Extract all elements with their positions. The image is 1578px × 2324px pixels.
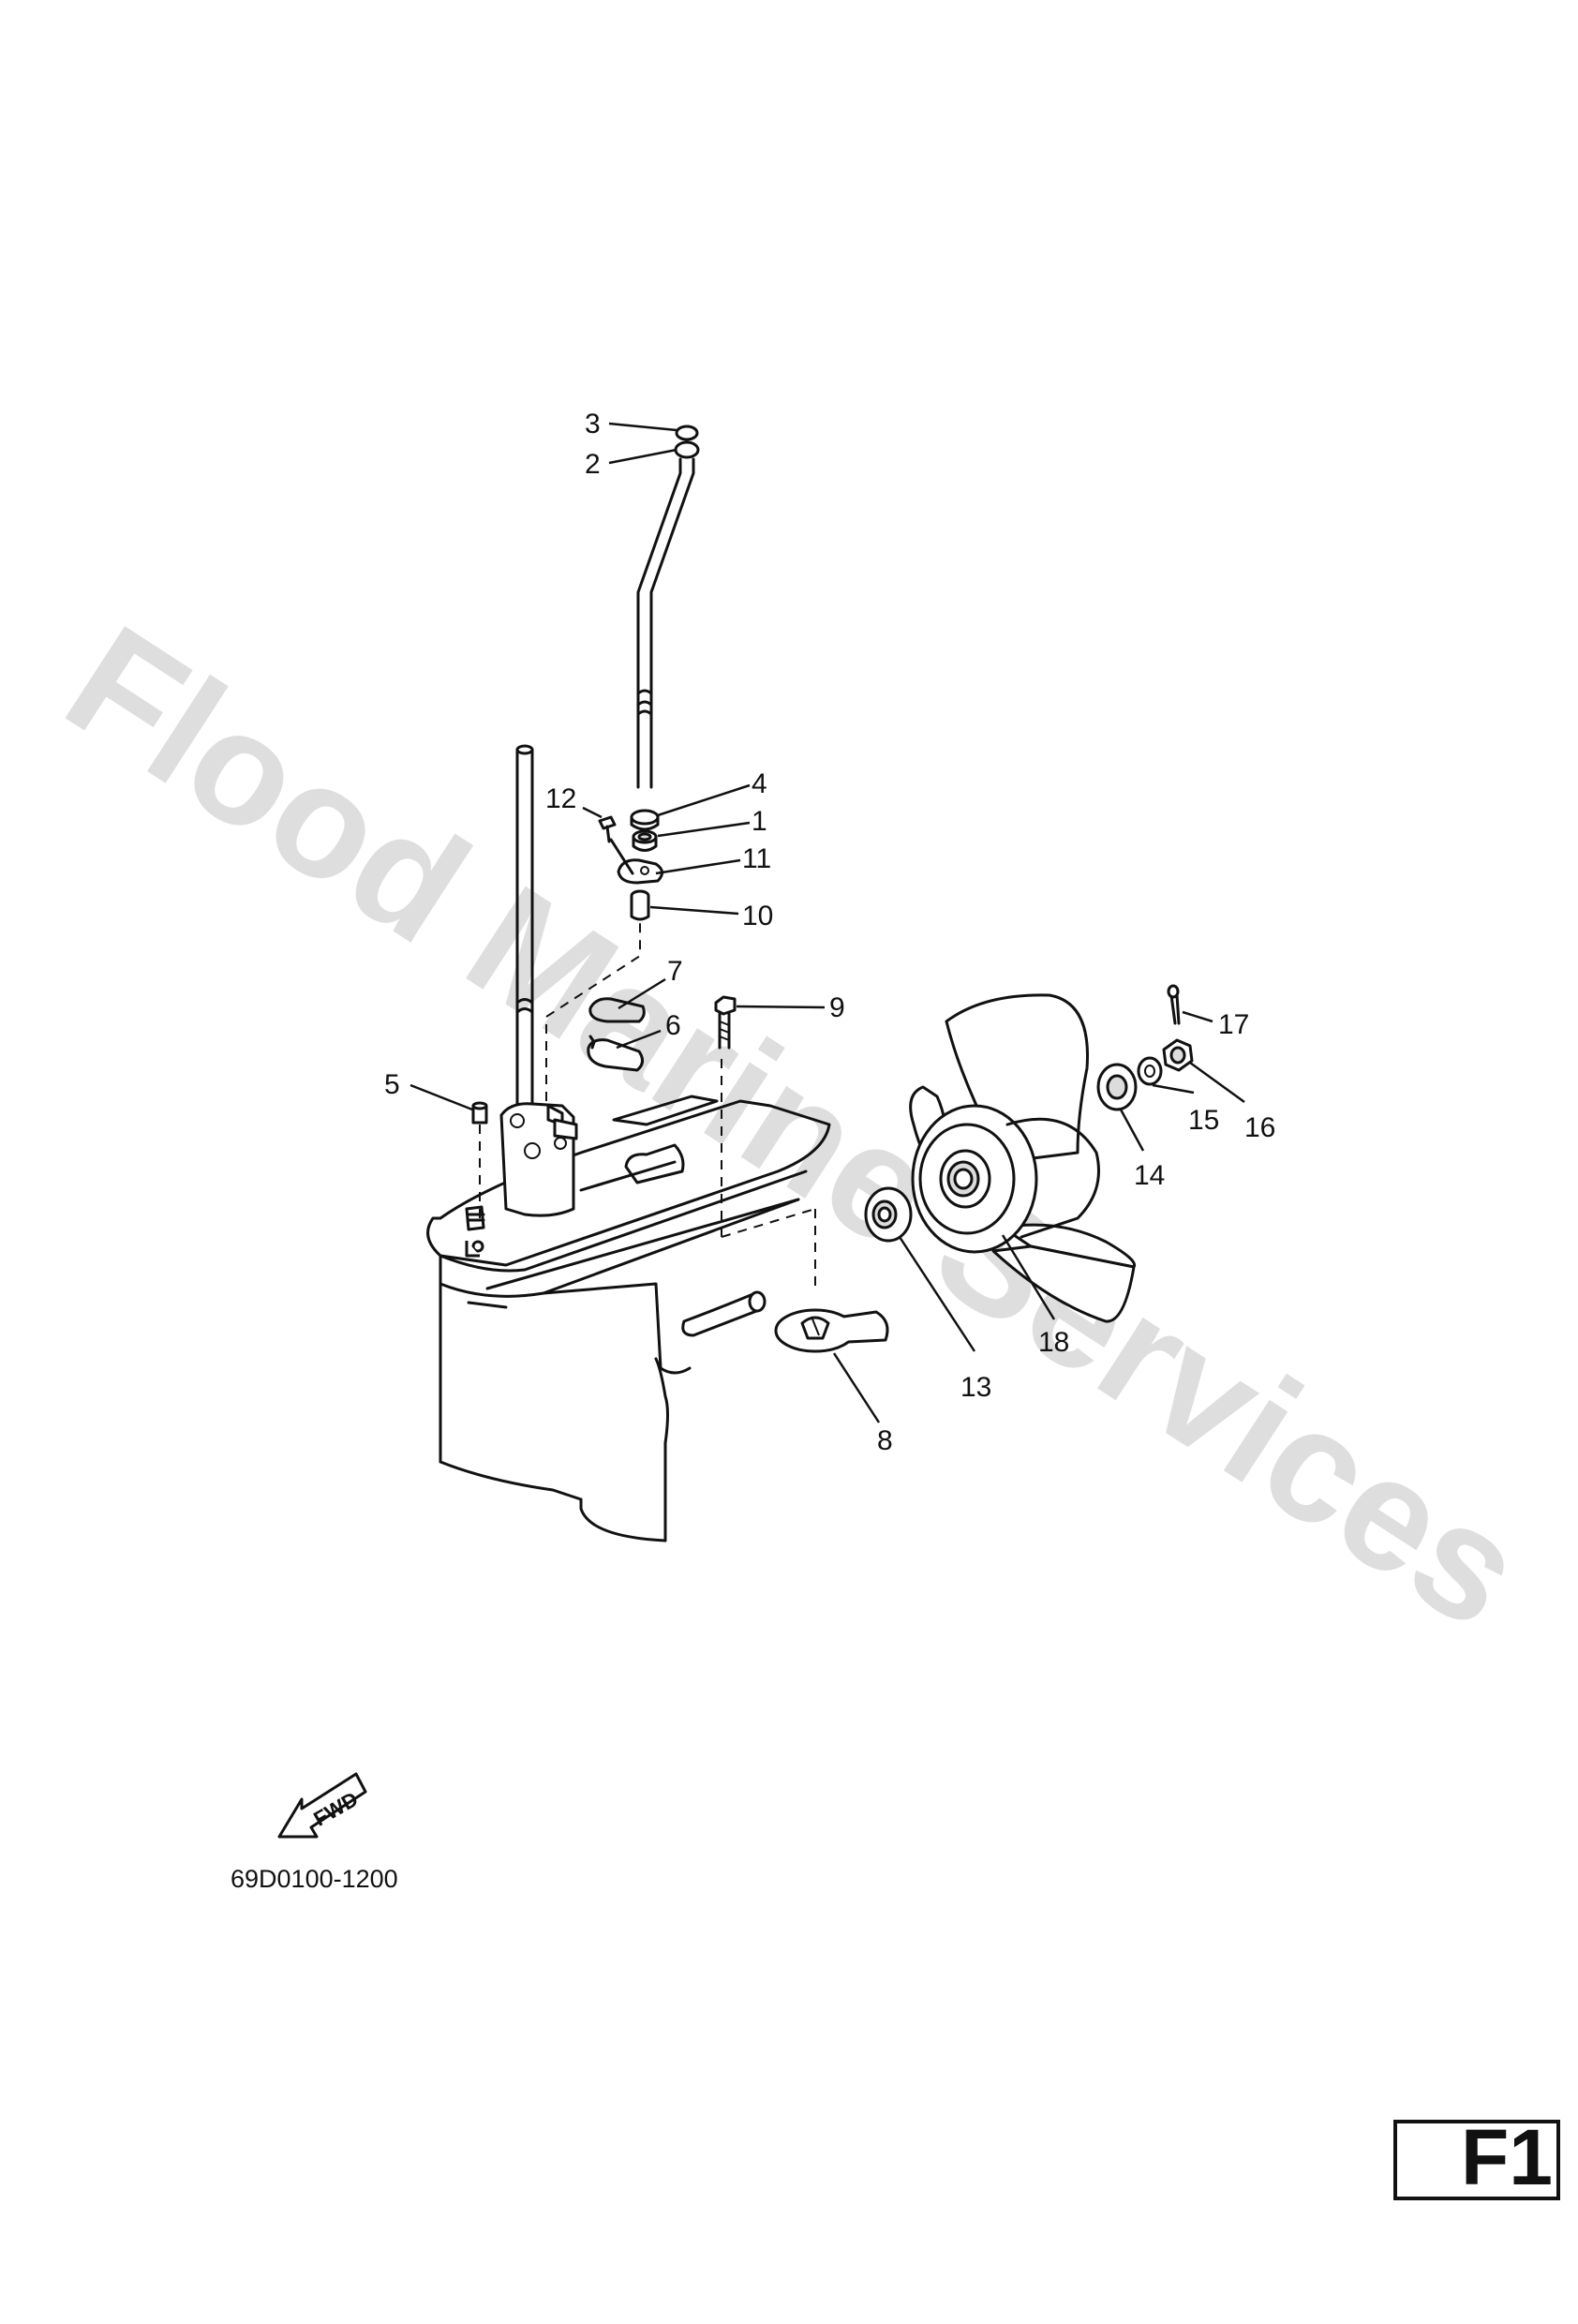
thrust-washer — [864, 1186, 913, 1243]
page-tag: F1 — [1393, 2113, 1560, 2201]
callout-10: 10 — [649, 901, 773, 931]
anode-6 — [587, 1035, 644, 1072]
svg-text:4: 4 — [752, 768, 767, 799]
shift-rod-seals — [630, 809, 660, 852]
callout-3: 3 — [585, 409, 677, 439]
svg-text:11: 11 — [742, 843, 771, 874]
svg-text:7: 7 — [667, 956, 683, 987]
anode-bolt — [714, 995, 737, 1050]
callout-12: 12 — [545, 783, 603, 819]
callout-5: 5 — [384, 1069, 473, 1111]
svg-text:17: 17 — [1218, 1009, 1249, 1040]
callout-15: 15 — [1152, 1083, 1219, 1136]
callout-2: 2 — [585, 448, 677, 480]
assembly-line — [545, 922, 641, 1101]
svg-text:10: 10 — [742, 901, 773, 931]
svg-text:16: 16 — [1244, 1112, 1275, 1143]
watermark-text: Flood Marine Services — [37, 592, 1553, 1662]
propeller — [909, 993, 1137, 1323]
dowel-pin — [471, 1101, 488, 1218]
callout-7: 7 — [618, 956, 683, 1010]
shift-rod — [636, 425, 700, 789]
fwd-arrow-icon: FWD — [277, 1772, 367, 1839]
svg-text:2: 2 — [585, 449, 601, 480]
callout-8: 8 — [832, 1352, 893, 1456]
anode-7 — [588, 997, 646, 1023]
callout-14: 14 — [1119, 1109, 1165, 1191]
callout-17: 17 — [1182, 1009, 1249, 1040]
rod-bushing — [630, 889, 650, 921]
svg-text:9: 9 — [829, 992, 845, 1023]
svg-text:1: 1 — [752, 806, 767, 837]
callout-1: 1 — [657, 806, 767, 838]
callout-11: 11 — [655, 843, 771, 875]
plate-screw — [598, 815, 634, 875]
svg-text:12: 12 — [545, 783, 576, 814]
callout-13: 13 — [898, 1236, 991, 1403]
svg-text:6: 6 — [665, 1010, 681, 1041]
callout-9: 9 — [736, 992, 845, 1023]
prop-nut — [1162, 1038, 1194, 1072]
drive-shaft — [515, 744, 534, 1117]
svg-text:14: 14 — [1134, 1160, 1165, 1191]
prop-spacer — [1096, 1063, 1138, 1111]
prop-washer — [1137, 1056, 1163, 1086]
svg-text:13: 13 — [960, 1372, 991, 1403]
svg-text:3: 3 — [585, 409, 601, 439]
callout-6: 6 — [616, 1010, 681, 1050]
cotter-pin — [1167, 984, 1181, 1025]
svg-text:5: 5 — [384, 1069, 400, 1100]
svg-text:8: 8 — [877, 1425, 893, 1456]
page-tag-label: F1 — [1460, 2113, 1553, 2201]
drawing-code: 69D0100-1200 — [231, 1865, 398, 1893]
svg-text:15: 15 — [1188, 1105, 1219, 1136]
trim-tab — [774, 1308, 889, 1353]
callout-18: 18 — [1001, 1234, 1069, 1358]
callout-4: 4 — [657, 768, 767, 817]
lower-casing — [426, 1095, 831, 1542]
callout-16: 16 — [1189, 1061, 1275, 1143]
svg-text:18: 18 — [1038, 1327, 1069, 1358]
